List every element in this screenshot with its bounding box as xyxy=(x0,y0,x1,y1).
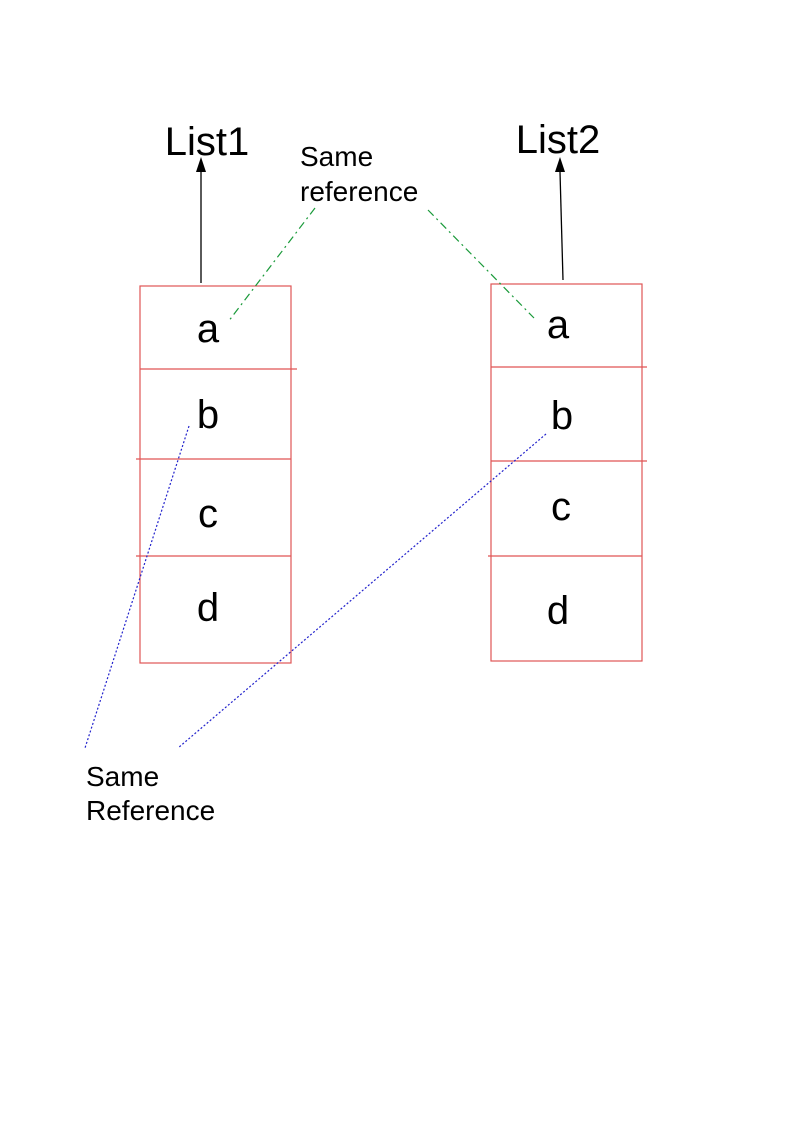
list2-title: List2 xyxy=(516,118,601,162)
top-note-line2: reference xyxy=(300,176,418,207)
list2-cell-c: c xyxy=(551,485,571,529)
list1: List1 a b c d xyxy=(136,120,297,664)
list1-arrowhead-icon xyxy=(196,157,206,172)
list1-cell-b: b xyxy=(197,393,219,437)
list1-cell-a: a xyxy=(197,307,220,351)
top-connector-right xyxy=(427,209,535,319)
list2-box xyxy=(490,283,643,662)
list1-cell-d: d xyxy=(197,586,219,630)
list2-cell-a: a xyxy=(547,303,570,347)
list1-box xyxy=(139,285,292,664)
bottom-note-line2: Reference xyxy=(86,795,215,826)
bottom-connector-left xyxy=(84,425,190,749)
list2-cell-d: d xyxy=(547,589,569,633)
bottom-note-line1: Same xyxy=(86,761,159,792)
bottom-reference-note: Same Reference xyxy=(84,425,547,826)
list2-arrow xyxy=(559,171,564,281)
top-note-line1: Same xyxy=(300,141,373,172)
list2-arrowhead-icon xyxy=(555,157,565,172)
bottom-connector-right xyxy=(177,433,547,749)
list2-cell-b: b xyxy=(551,394,573,438)
top-reference-note: Same reference xyxy=(227,141,535,323)
list2: List2 a b c d xyxy=(488,118,647,662)
top-connector-left xyxy=(227,207,316,323)
list1-title: List1 xyxy=(165,120,250,164)
list1-cell-c: c xyxy=(198,492,218,536)
